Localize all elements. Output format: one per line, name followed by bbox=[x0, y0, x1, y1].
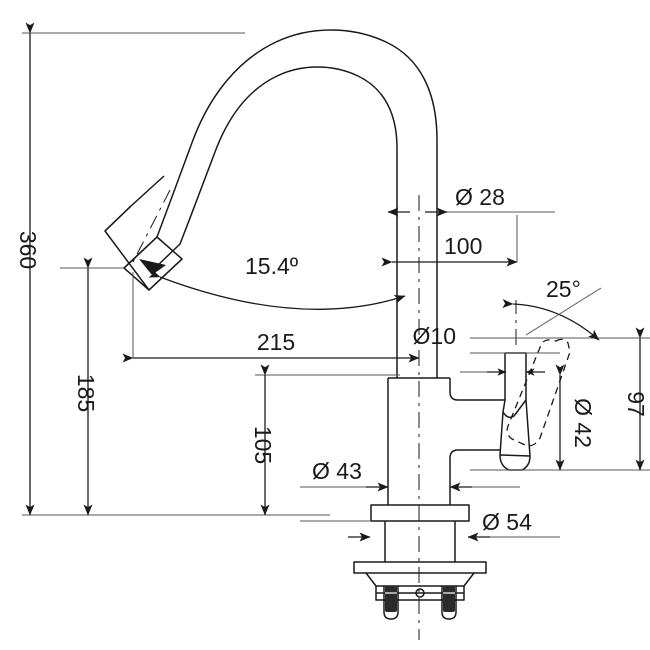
base-lower-washer bbox=[353, 561, 487, 574]
dim-handle-open-angle bbox=[502, 287, 602, 341]
base-washer-chamfer bbox=[365, 572, 475, 587]
column-right-profile bbox=[449, 449, 470, 505]
dim-spout-tip-angle bbox=[148, 269, 406, 310]
dim-label-body-height: 105 bbox=[250, 426, 276, 464]
base-stud-fill bbox=[385, 586, 455, 612]
dim-label-handle-swivel-diameter: Ø 42 bbox=[570, 398, 596, 448]
spout-tube-walls bbox=[396, 200, 438, 378]
spray-head-centerline bbox=[132, 189, 171, 263]
handle-boss-upper bbox=[470, 352, 527, 401]
dim-label-outlet-height: 185 bbox=[73, 374, 99, 412]
spout-outer-profile bbox=[123, 29, 438, 269]
handle-lever-closed bbox=[499, 399, 531, 471]
spout-inner-profile bbox=[154, 66, 398, 269]
handle-lever-open-dashed bbox=[506, 338, 571, 447]
dim-label-flange-diameter: Ø 54 bbox=[482, 509, 532, 535]
dim-label-overall-height: 360 bbox=[15, 231, 41, 269]
spray-head-outer bbox=[104, 175, 183, 291]
handle-lever-cap bbox=[499, 454, 531, 457]
spout-outlet-arrow bbox=[139, 259, 166, 275]
dim-label-spout-tip-angle: 15.4º bbox=[245, 253, 299, 279]
dim-label-spout-reach: 215 bbox=[257, 329, 295, 355]
base-top-flange bbox=[370, 504, 470, 522]
dim-label-spout-tube-diameter: Ø 28 bbox=[455, 184, 505, 210]
dim-label-handle-height: 97 bbox=[623, 391, 649, 417]
dim-spout-reach bbox=[122, 272, 420, 363]
dim-label-handle-open-angle: 25° bbox=[546, 276, 581, 302]
base-shank bbox=[384, 521, 456, 562]
dim-label-handle-offset: 100 bbox=[444, 233, 482, 259]
dim-label-lever-diameter: Ø10 bbox=[413, 323, 456, 349]
faucet-column-body bbox=[387, 377, 470, 505]
dim-label-column-diameter: Ø 43 bbox=[312, 458, 362, 484]
